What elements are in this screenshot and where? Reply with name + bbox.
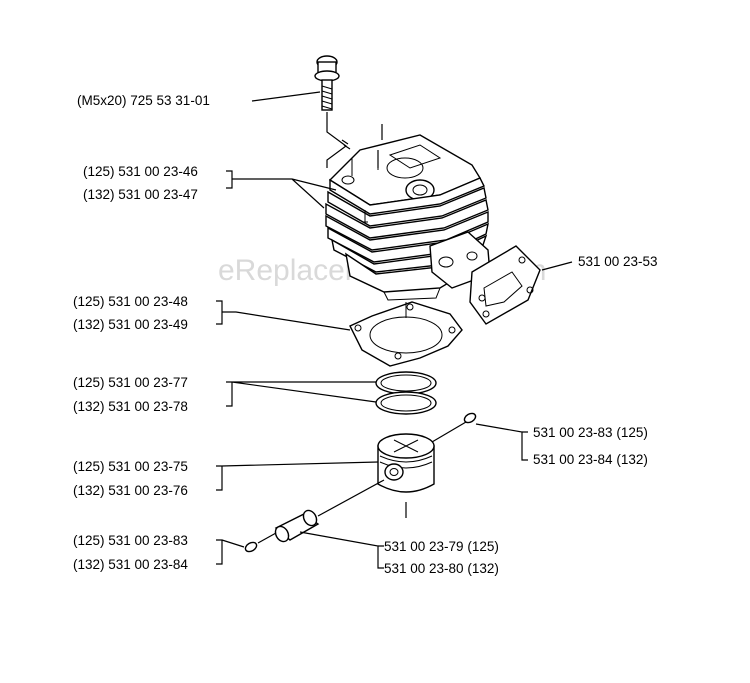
label-piston-rings-125: (125) 531 00 23-77 (73, 375, 188, 390)
piston-pin-bracket (299, 531, 384, 569)
right-circlip-bracket (475, 423, 528, 461)
label-cylinder-125: (125) 531 00 23-46 (83, 164, 198, 179)
bolt-part (314, 55, 348, 168)
piston-bracket (216, 461, 379, 491)
cylinder-bracket (226, 170, 337, 209)
piston-rings-part (375, 371, 437, 415)
label-piston-rings-132: (132) 531 00 23-78 (73, 399, 188, 414)
label-left-circlip-125: (125) 531 00 23-83 (73, 533, 188, 548)
label-exhaust-gasket: 531 00 23-53 (578, 254, 658, 269)
left-circlip-part (244, 532, 277, 553)
label-cylinder-132: (132) 531 00 23-47 (83, 187, 198, 202)
piston-pin-part (274, 479, 385, 543)
exhaust-gasket-part (469, 245, 541, 325)
bolt-leader (251, 91, 321, 102)
label-right-circlip-132: 531 00 23-84 (132) (533, 452, 648, 467)
cylinder-centerline (341, 124, 383, 168)
label-piston-pin-132: 531 00 23-80 (132) (384, 561, 499, 576)
label-left-circlip-132: (132) 531 00 23-84 (73, 557, 188, 572)
right-circlip-part (431, 412, 477, 443)
base-gasket-bracket (216, 300, 351, 331)
base-gasket-part (349, 301, 463, 367)
label-piston-132: (132) 531 00 23-76 (73, 483, 188, 498)
left-circlip-bracket (216, 539, 245, 565)
exhaust-gasket-leader (541, 261, 573, 271)
label-right-circlip-125: 531 00 23-83 (125) (533, 425, 648, 440)
label-bolt: (M5x20) 725 53 31-01 (77, 93, 210, 108)
piston-rings-bracket (226, 381, 377, 407)
label-base-gasket-132: (132) 531 00 23-49 (73, 317, 188, 332)
label-piston-pin-125: 531 00 23-79 (125) (384, 539, 499, 554)
label-piston-125: (125) 531 00 23-75 (73, 459, 188, 474)
piston-part (377, 433, 435, 518)
cylinder-part (325, 134, 491, 301)
label-base-gasket-125: (125) 531 00 23-48 (73, 294, 188, 309)
